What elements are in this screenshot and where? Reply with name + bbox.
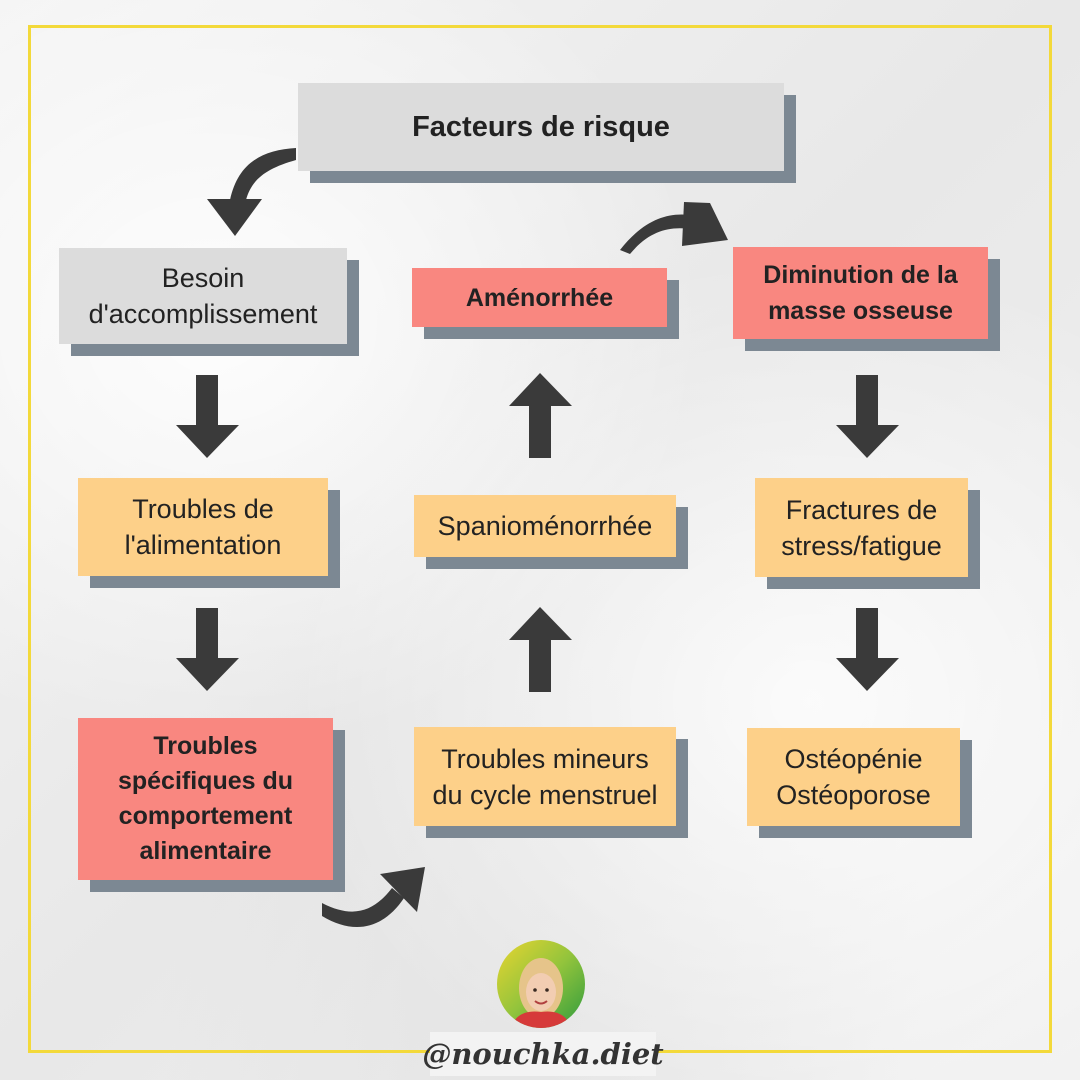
diminution-box: Diminution de la masse osseuse: [733, 247, 988, 339]
title-box: Facteurs de risque: [298, 83, 784, 171]
down-arrow-fractures-to-osteopenie: [836, 608, 899, 691]
curved-arrow-title-to-besoin: [207, 148, 296, 236]
down-arrow-troubles-to-tsca: [176, 608, 239, 691]
handle-banner: @nouchka.diet: [422, 1032, 664, 1076]
up-arrow-mineurs-to-spanio: [509, 607, 572, 692]
down-arrow-diminution-to-fractures: [836, 375, 899, 458]
title-text: Facteurs de risque: [412, 111, 670, 143]
spaniomenorrhee-box: Spanioménorrhée: [414, 495, 676, 557]
osteopenie-text: Ostéopénie Ostéoporose: [776, 744, 931, 810]
fractures-text: Fractures de stress/fatigue: [781, 494, 942, 561]
instagram-handle: @nouchka.diet: [422, 1037, 664, 1071]
up-arrow-spanio-to-amenorrhee: [509, 373, 572, 458]
curved-arrow-tsca-to-troubles-mineurs: [322, 867, 425, 928]
diminution-text: Diminution de la masse osseuse: [763, 261, 958, 325]
troubles-alimentation-text: Troubles de l'alimentation: [124, 494, 282, 560]
curved-arrow-amenorrhee-to-diminution: [620, 202, 728, 254]
amenorrhee-box: Aménorrhée: [412, 268, 667, 327]
spaniomenorrhee-text: Spanioménorrhée: [437, 511, 653, 541]
osteopenie-box: Ostéopénie Ostéoporose: [747, 728, 960, 826]
besoin-box: Besoin d'accomplissement: [59, 248, 347, 344]
avatar: [497, 940, 585, 1028]
down-arrow-besoin-to-troubles: [176, 375, 239, 458]
fractures-box: Fractures de stress/fatigue: [755, 478, 968, 577]
amenorrhee-text: Aménorrhée: [465, 283, 614, 312]
troubles-mineurs-text: Troubles mineurs du cycle menstruel: [432, 743, 658, 810]
besoin-text: Besoin d'accomplissement: [88, 263, 318, 329]
troubles-mineurs-box: Troubles mineurs du cycle menstruel: [414, 727, 676, 826]
tsca-box: Troubles spécifiques du comportement ali…: [78, 718, 333, 880]
tsca-text: Troubles spécifiques du comportement ali…: [117, 732, 294, 865]
troubles-alimentation-box: Troubles de l'alimentation: [78, 478, 328, 576]
avatar-portrait: [511, 958, 571, 1028]
